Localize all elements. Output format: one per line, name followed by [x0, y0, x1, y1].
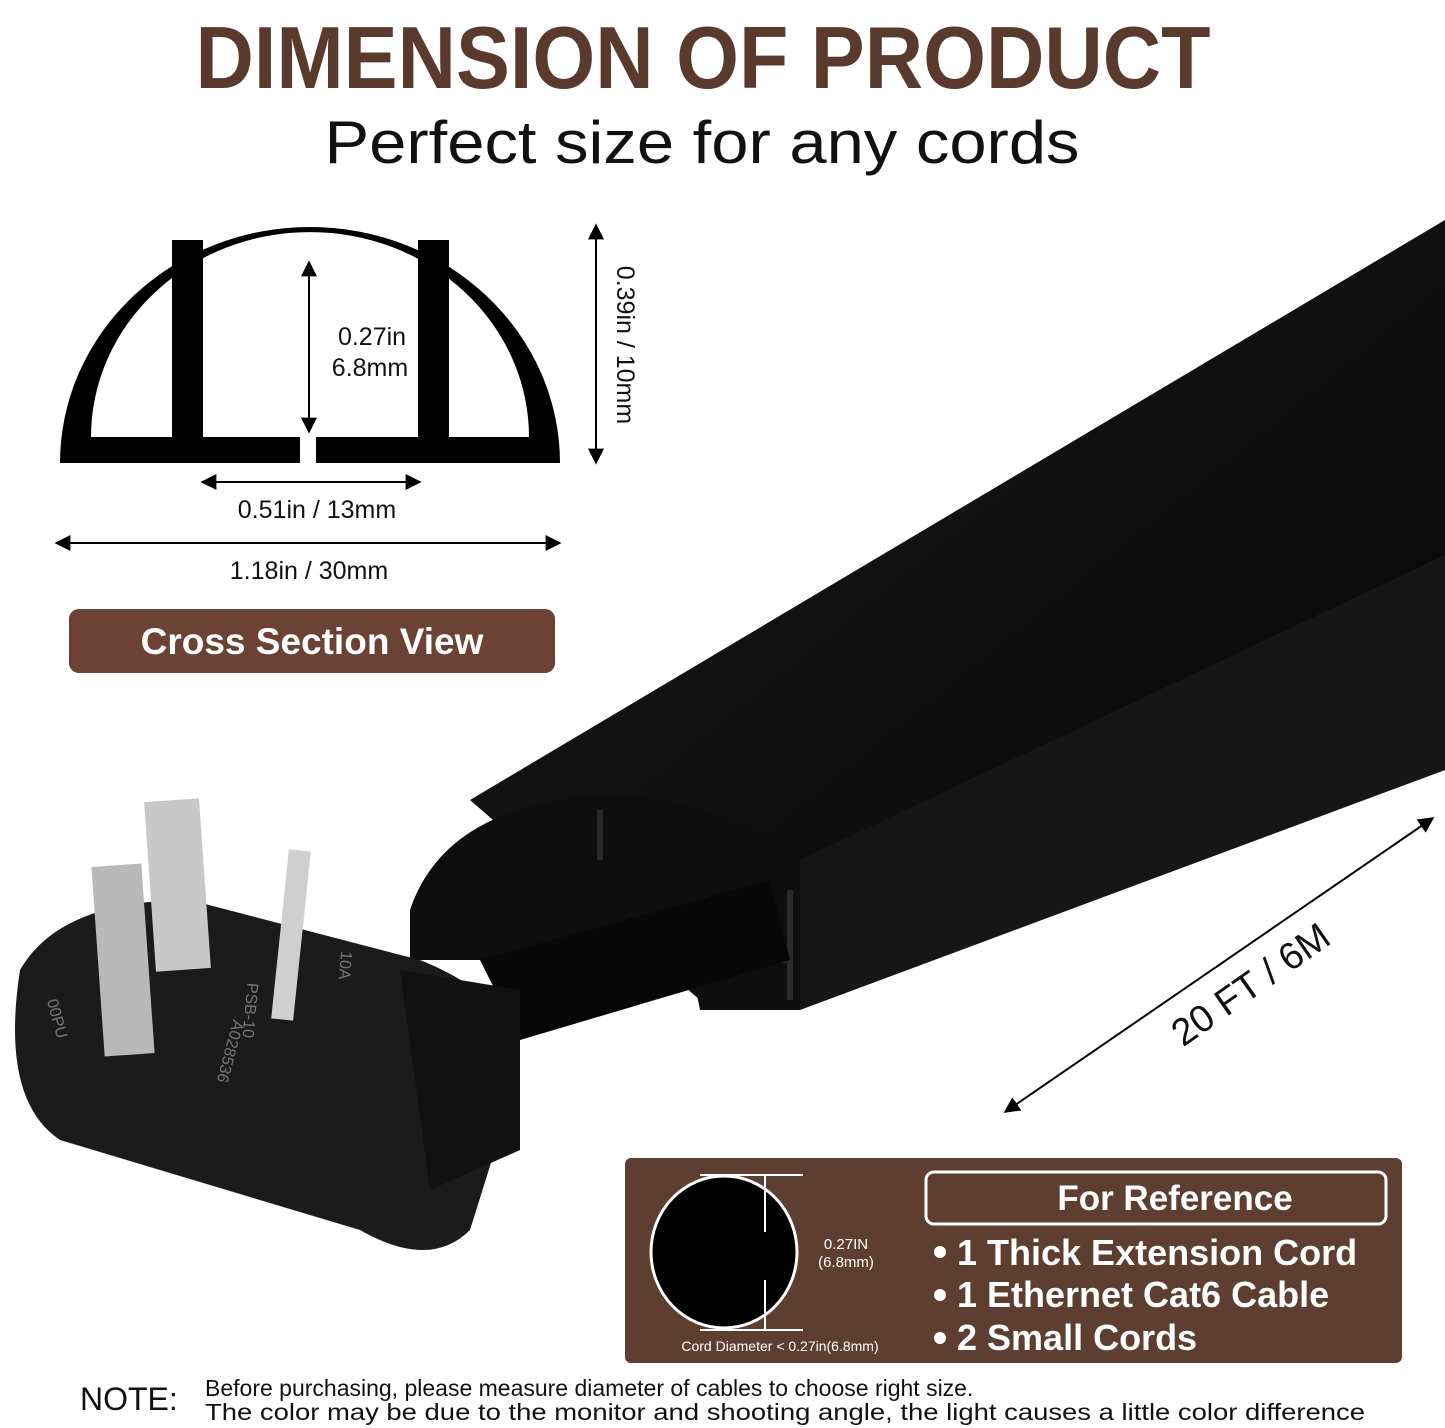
bullet-icon	[934, 1289, 946, 1301]
note-label: NOTE:	[80, 1381, 178, 1417]
total-height-label: 0.39in / 10mm	[611, 266, 639, 424]
note-line: Before purchasing, please measure diamet…	[205, 1375, 973, 1401]
diameter-mm: (6.8mm)	[818, 1254, 874, 1271]
bullet-icon	[934, 1246, 946, 1258]
diameter-in: 0.27IN	[824, 1236, 868, 1253]
cord-cover-product	[15, 220, 1445, 1250]
cord-circle	[649, 1174, 799, 1330]
cross-section-badge	[69, 609, 555, 673]
reference-panel	[625, 1158, 1402, 1363]
cross-section-label: Cross Section View	[141, 621, 484, 662]
reference-item: 1 Ethernet Cat6 Cable	[957, 1274, 1329, 1315]
total-width-label: 1.18in / 30mm	[230, 557, 388, 585]
bullet-icon	[934, 1332, 946, 1344]
cord-diameter-label: Cord Diameter < 0.27in(6.8mm)	[681, 1338, 878, 1354]
reference-item: 1 Thick Extension Cord	[957, 1232, 1357, 1273]
reference-title-box	[924, 1170, 1388, 1226]
inner-height-in: 0.27in	[338, 323, 406, 351]
opening-width-label: 0.51in / 13mm	[238, 496, 396, 524]
page-title: DIMENSION OF PRODUCT	[196, 8, 1211, 107]
cross-section-diagram	[54, 223, 604, 551]
page-subtitle: Perfect size for any cords	[325, 109, 1080, 176]
reference-title: For Reference	[1057, 1179, 1292, 1218]
plug-marking-model: PSB-10	[239, 982, 261, 1039]
note-line: The color may be due to the monitor and …	[205, 1399, 1365, 1425]
cord-diameter-lines	[700, 1174, 803, 1331]
plug-marking-rating: 10A	[335, 950, 354, 980]
reference-item: 2 Small Cords	[957, 1317, 1197, 1358]
inner-height-mm: 6.8mm	[332, 354, 408, 382]
